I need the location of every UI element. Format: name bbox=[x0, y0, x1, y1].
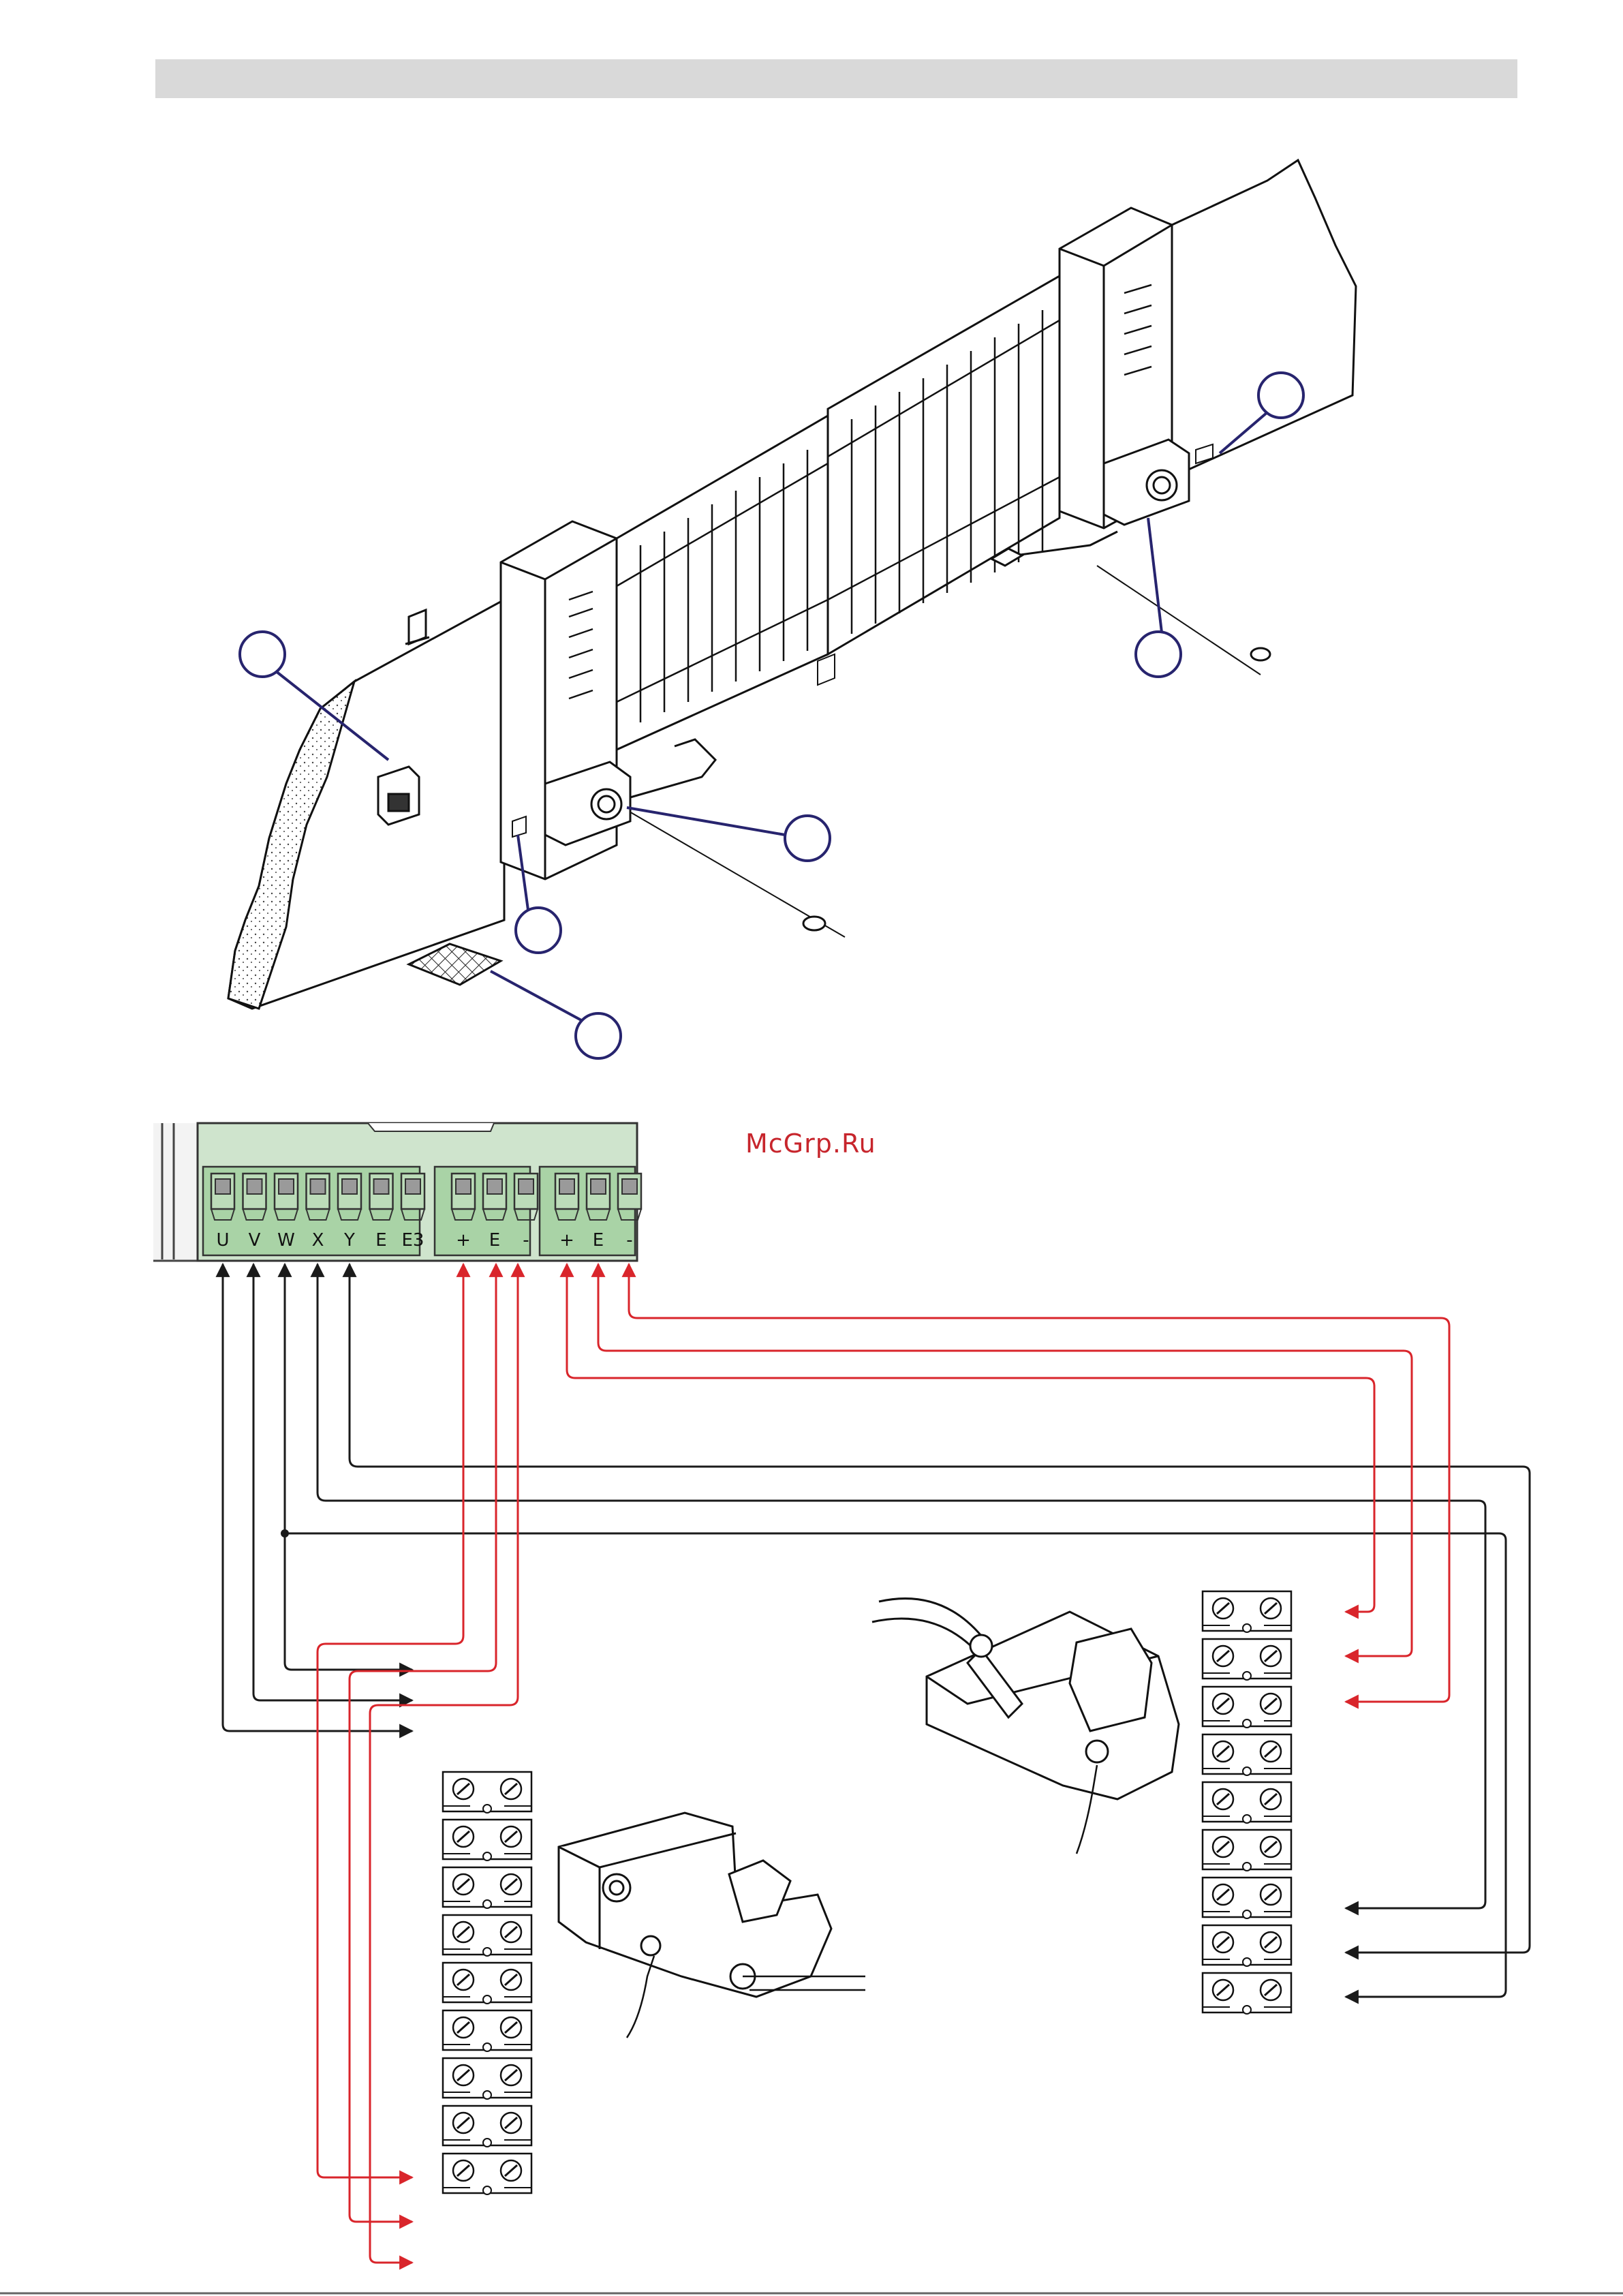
right-wall bbox=[1172, 160, 1356, 477]
terminal-label: - bbox=[626, 1230, 632, 1251]
screw-terminal bbox=[443, 1867, 531, 1908]
screw-terminal bbox=[443, 1915, 531, 1956]
callout-circle bbox=[240, 632, 285, 677]
terminal-strip-left bbox=[443, 1772, 531, 2194]
callout-circle bbox=[516, 908, 561, 953]
screw-terminal bbox=[443, 1963, 531, 2004]
screw-terminal bbox=[443, 2154, 531, 2194]
terminal-label: + bbox=[456, 1230, 471, 1251]
screw-terminal bbox=[1203, 1734, 1291, 1775]
motor-detail-left bbox=[559, 1813, 865, 2038]
screw-terminal bbox=[1203, 1830, 1291, 1871]
screw-terminal bbox=[443, 2010, 531, 2051]
terminal-label: + bbox=[559, 1230, 574, 1251]
gate-leaf-right bbox=[828, 276, 1060, 654]
screw-terminal bbox=[1203, 1639, 1291, 1680]
gate-scene bbox=[228, 160, 1356, 1009]
terminal-label: - bbox=[523, 1230, 529, 1251]
gate-leaf-left bbox=[617, 416, 828, 750]
black-wires bbox=[223, 1264, 1530, 1997]
screw-terminal bbox=[443, 2058, 531, 2099]
screw-terminal bbox=[443, 1772, 531, 1813]
terminal-label: V bbox=[249, 1230, 261, 1251]
terminal-label: X bbox=[312, 1230, 324, 1251]
terminal-label: Y bbox=[343, 1230, 355, 1251]
screw-terminal bbox=[1203, 1591, 1291, 1632]
terminal-label: W bbox=[277, 1230, 295, 1251]
terminal-label: E bbox=[375, 1230, 386, 1251]
magnetic-loop-mesh bbox=[409, 944, 501, 985]
screw-terminal bbox=[1203, 1973, 1291, 2014]
callout-circle bbox=[1258, 373, 1303, 418]
terminal-label: U bbox=[216, 1230, 229, 1251]
terminal-strip-right bbox=[1203, 1591, 1291, 2014]
screw-terminal bbox=[1203, 1878, 1291, 1918]
screw-terminal bbox=[443, 2106, 531, 2147]
callout-circle bbox=[785, 816, 830, 861]
terminal-label: E bbox=[489, 1230, 500, 1251]
terminal-label: E3 bbox=[402, 1230, 424, 1251]
screw-terminal bbox=[443, 1820, 531, 1861]
flashing-lamp bbox=[405, 610, 429, 644]
screw-terminal bbox=[1203, 1687, 1291, 1728]
watermark-text: McGrp.Ru bbox=[745, 1129, 876, 1159]
callout-circle bbox=[1136, 632, 1181, 677]
motor-detail-right bbox=[872, 1599, 1179, 1854]
key-selector bbox=[378, 767, 419, 825]
screw-terminal bbox=[1203, 1782, 1291, 1823]
screw-terminal bbox=[1203, 1925, 1291, 1966]
terminal-label: E bbox=[593, 1230, 604, 1251]
